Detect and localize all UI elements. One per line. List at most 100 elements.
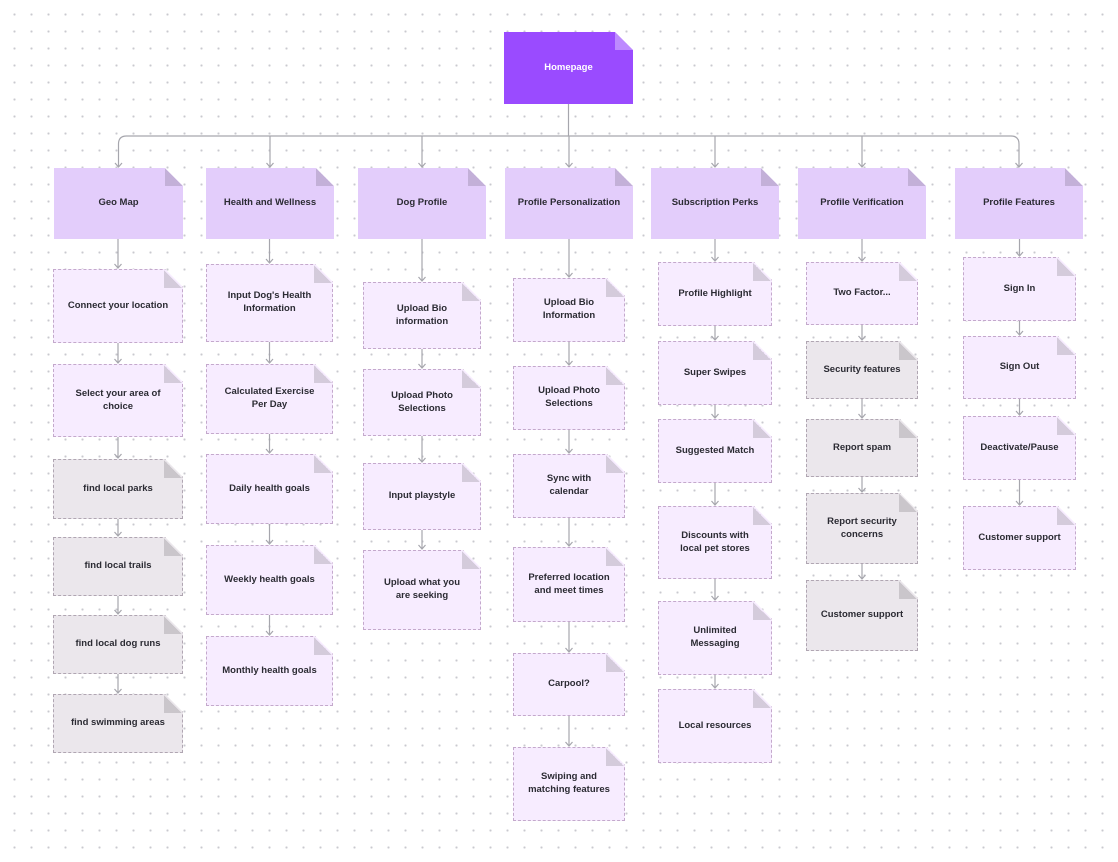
column-1-item-6-label: find swimming areas bbox=[71, 717, 165, 729]
arrowhead-c4-item-6 bbox=[565, 741, 573, 747]
column-5-item-4-label: Discounts with local pet stores bbox=[680, 529, 750, 554]
column-header-4: Profile Personalization bbox=[505, 168, 633, 239]
column-3-item-2-label: Upload Photo Selections bbox=[391, 389, 453, 414]
column-4-item-6: Swiping and matching features bbox=[513, 747, 625, 821]
column-5-item-2: Super Swipes bbox=[658, 341, 772, 405]
column-header-3-label: Dog Profile bbox=[396, 197, 448, 209]
column-2-item-2-label: Calculated Exercise Per Day bbox=[224, 386, 315, 410]
column-1-item-4-label: find local trails bbox=[84, 560, 152, 572]
column-4-item-1: Upload Bio Information bbox=[513, 278, 625, 342]
column-1-item-2: Select your area of choice bbox=[53, 364, 183, 437]
column-6-item-3: Report spam bbox=[806, 419, 918, 477]
arrowhead-column-3 bbox=[418, 162, 426, 168]
arrowhead-c2-item-1 bbox=[265, 258, 274, 264]
column-header-7: Profile Features bbox=[955, 168, 1083, 239]
column-header-3: Dog Profile bbox=[358, 168, 486, 239]
arrowhead-c5-item-2 bbox=[711, 335, 719, 341]
column-4-item-4-label: Preferred location and meet times bbox=[528, 571, 610, 596]
column-1-item-5-label: find local dog runs bbox=[75, 638, 161, 650]
arrowhead-c6-item-1 bbox=[858, 256, 866, 262]
column-4-item-3-label: Sync with calendar bbox=[546, 473, 592, 497]
arrowhead-c4-item-4 bbox=[565, 541, 573, 547]
column-header-1-label: Geo Map bbox=[98, 197, 139, 209]
column-6-item-5: Customer support bbox=[806, 580, 918, 651]
column-6-item-2-label: Security features bbox=[823, 363, 901, 375]
column-2-item-5: Monthly health goals bbox=[206, 636, 333, 706]
column-2-item-4-label: Weekly health goals bbox=[224, 573, 315, 585]
column-6-item-2: Security features bbox=[806, 341, 918, 399]
column-4-item-5: Carpool? bbox=[513, 653, 625, 716]
column-2-item-2: Calculated Exercise Per Day bbox=[206, 364, 333, 434]
arrowhead-column-2 bbox=[266, 162, 274, 168]
column-6-item-3-label: Report spam bbox=[832, 441, 892, 453]
arrowhead-c7-item-2 bbox=[1015, 330, 1024, 336]
arrowhead-c5-item-3 bbox=[711, 413, 719, 419]
arrowhead-c5-item-6 bbox=[711, 683, 719, 689]
arrowhead-c3-item-1 bbox=[418, 276, 426, 282]
column-header-1: Geo Map bbox=[54, 168, 183, 239]
column-2-item-3: Daily health goals bbox=[206, 454, 333, 524]
column-5-item-6: Local resources bbox=[658, 689, 772, 763]
column-4-item-3: Sync with calendar bbox=[513, 454, 625, 518]
column-7-item-1: Sign In bbox=[963, 257, 1076, 321]
column-1-item-3: find local parks bbox=[53, 459, 183, 519]
column-5-item-2-label: Super Swipes bbox=[683, 366, 747, 378]
arrowhead-c2-item-2 bbox=[265, 358, 274, 364]
column-7-item-3-label: Deactivate/Pause bbox=[980, 441, 1059, 453]
column-1-item-2-label: Select your area of choice bbox=[75, 387, 161, 412]
arrowhead-c5-item-5 bbox=[711, 595, 719, 601]
column-6-item-1-label: Two Factor... bbox=[833, 287, 891, 299]
arrowhead-c2-item-5 bbox=[265, 630, 274, 636]
arrowhead-c4-item-2 bbox=[565, 360, 573, 366]
column-5-item-1: Profile Highlight bbox=[658, 262, 772, 326]
column-4-item-2: Upload Photo Selections bbox=[513, 366, 625, 430]
arrowhead-c6-item-4 bbox=[858, 487, 866, 493]
arrowhead-c6-item-2 bbox=[858, 335, 866, 341]
column-3-item-4-label: Upload what you are seeking bbox=[384, 577, 460, 601]
column-header-6: Profile Verification bbox=[798, 168, 926, 239]
column-3-item-3-label: Input playstyle bbox=[388, 490, 456, 502]
column-7-item-2: Sign Out bbox=[963, 336, 1076, 399]
arrowhead-c5-item-4 bbox=[711, 500, 719, 506]
arrowhead-c1-item-1 bbox=[114, 263, 122, 269]
column-4-item-4: Preferred location and meet times bbox=[513, 547, 625, 622]
arrowhead-column-7 bbox=[1015, 162, 1023, 168]
arrowhead-c1-item-3 bbox=[114, 453, 122, 459]
column-header-2-label: Health and Wellness bbox=[223, 197, 317, 209]
arrowhead-c2-item-4 bbox=[265, 539, 274, 545]
column-5-item-4: Discounts with local pet stores bbox=[658, 506, 772, 579]
column-5-item-3: Suggested Match bbox=[658, 419, 772, 483]
column-1-item-4: find local trails bbox=[53, 537, 183, 596]
column-2-item-3-label: Daily health goals bbox=[229, 482, 310, 494]
column-header-2: Health and Wellness bbox=[206, 168, 334, 239]
column-1-item-6: find swimming areas bbox=[53, 694, 183, 753]
column-header-5: Subscription Perks bbox=[651, 168, 779, 239]
arrowhead-column-4 bbox=[565, 162, 573, 168]
arrowhead-c7-item-3 bbox=[1015, 410, 1024, 416]
arrowhead-c1-item-2 bbox=[114, 358, 122, 364]
column-3-item-4: Upload what you are seeking bbox=[363, 550, 481, 630]
arrowhead-c3-item-3 bbox=[418, 457, 426, 463]
column-7-item-3: Deactivate/Pause bbox=[963, 416, 1076, 480]
column-1-item-1-label: Connect your location bbox=[67, 299, 169, 311]
column-3-item-1-label: Upload Bio information bbox=[395, 302, 449, 327]
column-4-item-6-label: Swiping and matching features bbox=[528, 771, 610, 795]
arrowhead-c4-item-1 bbox=[565, 272, 573, 278]
root-node-homepage-label: Homepage bbox=[544, 61, 593, 73]
column-7-item-2-label: Sign Out bbox=[999, 361, 1040, 373]
root-node-homepage: Homepage bbox=[504, 32, 633, 104]
arrowhead-c4-item-3 bbox=[565, 448, 573, 454]
column-4-item-2-label: Upload Photo Selections bbox=[538, 385, 600, 409]
arrowhead-c6-item-3 bbox=[858, 413, 866, 419]
arrowhead-column-5 bbox=[711, 162, 719, 168]
column-4-item-5-label: Carpool? bbox=[548, 678, 590, 690]
column-7-item-4-label: Customer support bbox=[978, 531, 1061, 543]
column-6-item-4: Report security concerns bbox=[806, 493, 918, 564]
column-2-item-4: Weekly health goals bbox=[206, 545, 333, 615]
column-2-item-1-label: Input Dog's Health Information bbox=[227, 290, 312, 314]
column-6-item-5-label: Customer support bbox=[820, 609, 904, 621]
arrowhead-c3-item-4 bbox=[418, 544, 426, 550]
column-2-item-1: Input Dog's Health Information bbox=[206, 264, 333, 342]
arrowhead-c1-item-5 bbox=[114, 609, 122, 615]
column-5-item-3-label: Suggested Match bbox=[675, 444, 755, 456]
